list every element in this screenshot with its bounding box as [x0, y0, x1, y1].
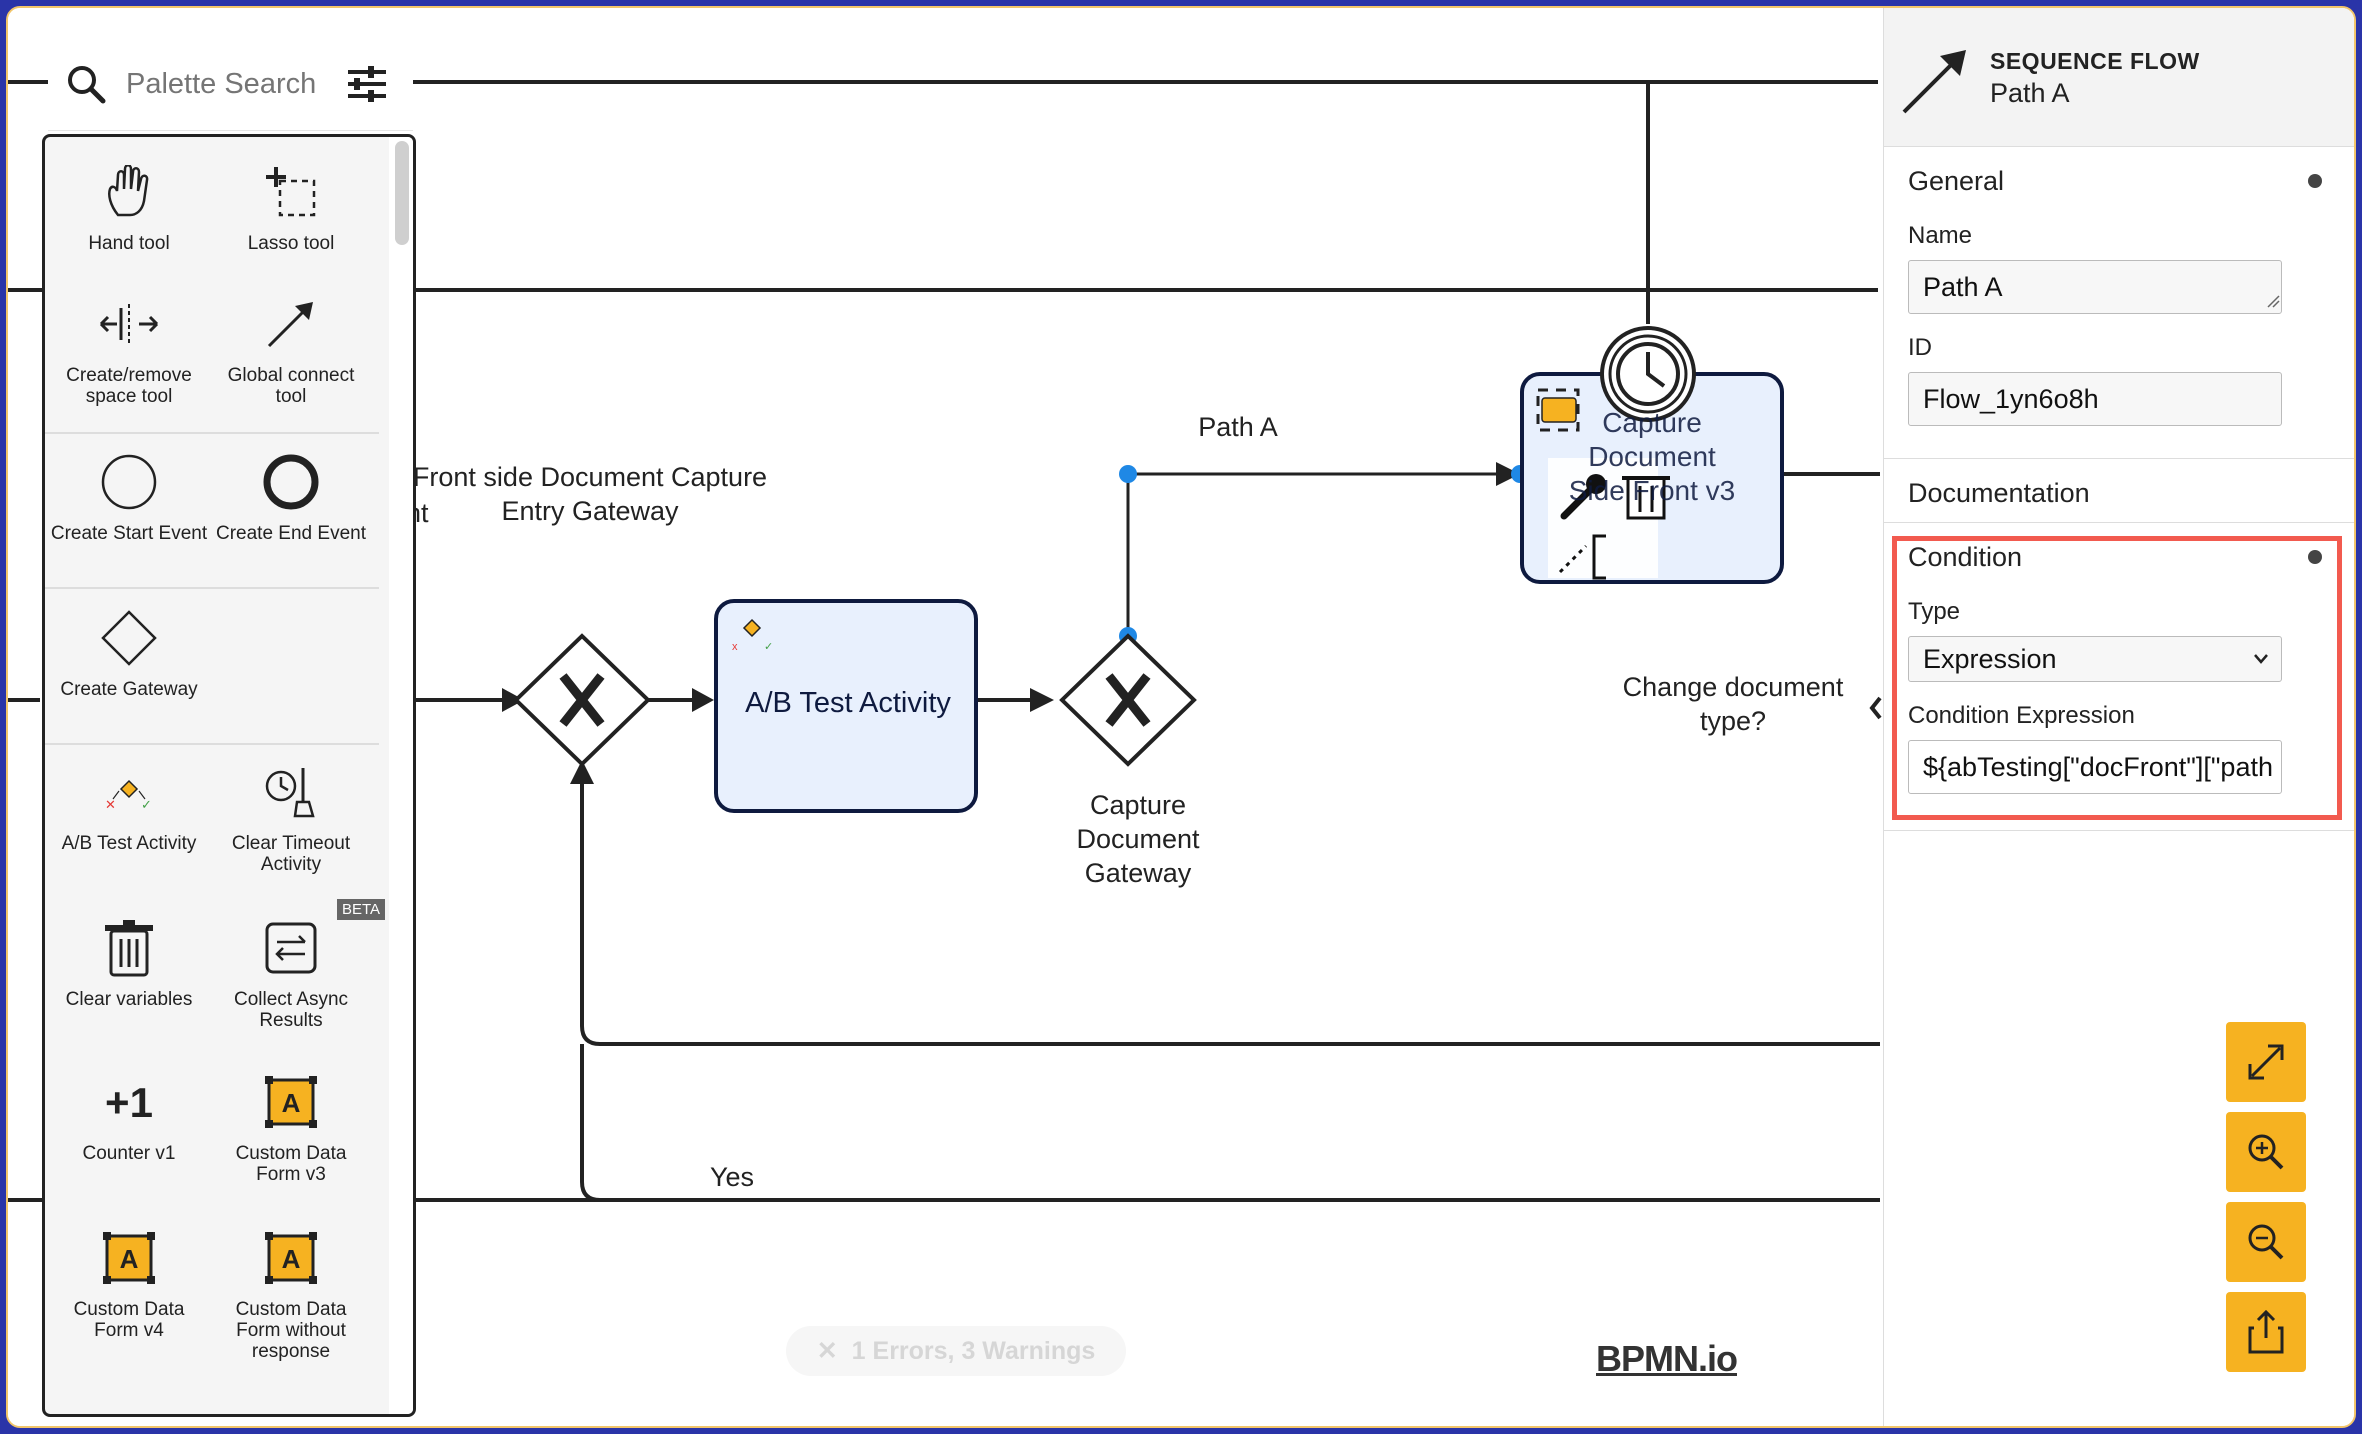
palette-item-space-tool[interactable]: Create/remove space tool: [49, 289, 209, 407]
timer-boundary-event[interactable]: [1600, 326, 1696, 422]
ab-test-icon: ✕✓: [105, 779, 152, 812]
condition-type-label: Type: [1908, 598, 1961, 625]
chevron-down-icon: [2254, 654, 2268, 664]
custom-form-icon: A: [103, 1232, 155, 1284]
palette-item-counter[interactable]: +1 Counter v1: [82, 1078, 176, 1164]
group-documentation-title[interactable]: Documentation: [1908, 478, 2090, 508]
app-frame: x ✓: [6, 6, 2356, 1428]
zoom-in-icon: [2248, 1134, 2284, 1170]
zoom-out-button[interactable]: [2226, 1202, 2306, 1282]
id-label: ID: [1908, 334, 1932, 361]
svg-text:A: A: [282, 1088, 301, 1118]
filter-settings-icon[interactable]: [346, 66, 388, 102]
palette-item-global-connect[interactable]: Global connect tool: [211, 289, 371, 407]
ab-test-activity-task[interactable]: x ✓: [714, 599, 978, 813]
capture-document-task-label: Capture Document Side Front v3: [1568, 407, 1736, 506]
svg-text:✕: ✕: [105, 797, 116, 812]
element-type: SEQUENCE FLOW: [1990, 48, 2200, 74]
svg-text:✓: ✓: [141, 797, 152, 812]
lasso-icon: [266, 167, 316, 217]
palette-search: [48, 34, 413, 131]
issues-indicator[interactable]: ✕ 1 Errors, 3 Warnings: [786, 1326, 1126, 1376]
space-tool-icon: [99, 304, 159, 344]
name-field[interactable]: Path A: [1908, 260, 2282, 314]
end-event-icon: [263, 454, 319, 510]
properties-header: SEQUENCE FLOW Path A: [1884, 8, 2354, 147]
palette-item-custom-data-form-v3[interactable]: A Custom Data Form v3: [211, 1067, 371, 1185]
clear-timeout-icon: [265, 768, 315, 818]
id-field[interactable]: Flow_1yn6o8h: [1908, 372, 2282, 426]
path-a-flow-label[interactable]: Path A: [1198, 412, 1278, 442]
custom-form-icon: A: [265, 1232, 317, 1284]
palette-item-start-event[interactable]: Create Start Event: [49, 447, 209, 544]
custom-form-icon: A: [265, 1076, 317, 1128]
export-button[interactable]: [2226, 1292, 2306, 1372]
palette-item-hand-tool[interactable]: Hand tool: [49, 157, 209, 254]
gateway1-label: Front side Document Capture Entry Gatewa…: [412, 462, 768, 526]
exclusive-gateway-2[interactable]: [1059, 633, 1197, 767]
share-icon: [2248, 1309, 2284, 1354]
search-icon: [68, 66, 106, 104]
palette-item-ab-test[interactable]: ✕✓ A/B Test Activity: [49, 757, 209, 854]
fullscreen-button[interactable]: [2226, 1022, 2306, 1102]
svg-text:A: A: [282, 1244, 301, 1274]
palette-item-custom-data-form-no-response[interactable]: A Custom Data Form without response: [211, 1223, 371, 1362]
start-event-icon: [101, 454, 157, 510]
expand-icon: [2248, 1044, 2284, 1080]
bpmn-io-logo[interactable]: BPMN.io: [1596, 1338, 1738, 1379]
palette-item-gateway[interactable]: Create Gateway: [49, 603, 209, 700]
palette-item-end-event[interactable]: Create End Event: [211, 447, 371, 544]
condition-expression-field[interactable]: ${abTesting["docFront"]["path: [1908, 740, 2282, 794]
palette-scrollbar-track[interactable]: [389, 137, 413, 1414]
group-general-indicator: [2308, 174, 2322, 188]
svg-text:A: A: [120, 1244, 139, 1274]
gateway2-label: Capture Document Gateway: [1076, 790, 1200, 888]
group-condition-indicator: [2308, 550, 2322, 564]
counter-icon: +1: [105, 1078, 153, 1126]
palette-scrollbar-thumb[interactable]: [395, 141, 409, 245]
palette-item-clear-variables[interactable]: Clear variables: [49, 913, 209, 1010]
group-general-title[interactable]: General: [1908, 166, 2005, 196]
condition-type-select[interactable]: Expression: [1908, 636, 2282, 682]
collect-async-icon: [265, 922, 317, 974]
diagram-connections: x ✓: [8, 80, 1882, 1202]
palette-item-collect-async[interactable]: Collect Async Results: [211, 913, 371, 1031]
close-icon: ✕: [816, 1337, 838, 1365]
name-label: Name: [1908, 222, 1973, 249]
svg-text:✓: ✓: [764, 641, 773, 653]
palette: Hand tool Lasso tool Create/remove space…: [42, 134, 416, 1417]
resize-handle-icon[interactable]: [2266, 294, 2280, 308]
palette-item-clear-timeout[interactable]: Clear Timeout Activity: [211, 757, 371, 875]
palette-item-custom-data-form-v4[interactable]: A Custom Data Form v4: [49, 1223, 209, 1341]
zoom-out-icon: [2248, 1224, 2284, 1260]
group-condition-title[interactable]: Condition: [1908, 542, 2023, 572]
context-pad[interactable]: [1548, 458, 1670, 580]
issues-text: 1 Errors, 3 Warnings: [851, 1336, 1096, 1365]
condition-expression-label: Condition Expression: [1908, 702, 2135, 729]
sequence-flow-icon: [1902, 50, 1966, 114]
zoom-in-button[interactable]: [2226, 1112, 2306, 1192]
hand-icon: [108, 165, 149, 217]
ab-test-activity-label: A/B Test Activity: [745, 687, 951, 719]
yes-flow-label: Yes: [709, 1162, 755, 1192]
gateway-icon: [101, 610, 157, 666]
palette-search-input[interactable]: [124, 60, 348, 108]
connect-arrow-icon: [267, 302, 313, 348]
beta-badge: BETA: [337, 899, 386, 920]
svg-text:x: x: [732, 641, 738, 653]
palette-item-lasso-tool[interactable]: Lasso tool: [211, 157, 371, 254]
flow-waypoint[interactable]: [1119, 465, 1137, 483]
element-name: Path A: [1990, 78, 2070, 108]
change-document-gateway-label: Change document type?: [1622, 672, 1844, 736]
exclusive-gateway-1[interactable]: [513, 633, 651, 767]
path-a-sequence-flow[interactable]: [1126, 472, 1506, 636]
trash-icon: [105, 920, 153, 977]
